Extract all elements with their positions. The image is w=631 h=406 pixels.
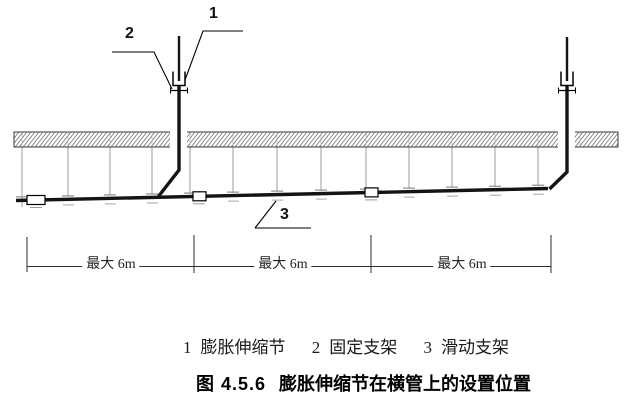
dimension-label-1: 最大 6m — [82, 256, 140, 273]
expansion-joint-sleeve-right — [560, 71, 574, 87]
sliding-supports — [26, 187, 379, 206]
dimension-label-3: 最大 6m — [433, 256, 491, 273]
fixed-support-left — [170, 87, 188, 94]
callout-3: 3 — [280, 206, 289, 223]
figure-number: 图 4.5.6 — [196, 374, 267, 394]
callout-2: 2 — [125, 25, 134, 42]
fixed-support-right — [558, 87, 576, 94]
legend-row: 1 膨胀伸缩节 2 固定支架 3 滑动支架 — [183, 337, 509, 358]
leader-lines — [112, 30, 311, 229]
legend-num-3: 3 — [423, 338, 433, 357]
legend-item-3: 3 滑动支架 — [424, 337, 510, 358]
ceiling-slab — [13, 130, 619, 149]
legend-item-1: 1 膨胀伸缩节 — [183, 337, 286, 358]
dimension-label-2: 最大 6m — [254, 256, 312, 273]
hanger-rods — [16, 147, 544, 207]
callout-1: 1 — [209, 5, 218, 22]
horizontal-pipe — [15, 186, 549, 203]
figure-title: 膨胀伸缩节在横管上的设置位置 — [279, 374, 532, 394]
leader-2 — [112, 51, 173, 90]
legend-label-2: 固定支架 — [329, 338, 398, 357]
hanger-clamps-bottom — [63, 193, 544, 206]
leader-3 — [254, 200, 277, 229]
slab-divisions — [21, 133, 581, 147]
legend-item-2: 2 固定支架 — [312, 337, 398, 358]
legend-num-2: 2 — [311, 338, 321, 357]
legend-label-3: 滑动支架 — [441, 338, 509, 357]
support-bottom-dashes — [30, 199, 377, 208]
leader-1 — [184, 30, 243, 81]
legend-num-1: 1 — [183, 338, 192, 357]
riser-right — [548, 37, 576, 191]
riser-left — [156, 36, 188, 199]
hanger-clamps-top — [16, 184, 544, 198]
figure-caption: 图 4.5.6 膨胀伸缩节在横管上的设置位置 — [196, 373, 531, 396]
legend-label-1: 膨胀伸缩节 — [200, 338, 286, 357]
